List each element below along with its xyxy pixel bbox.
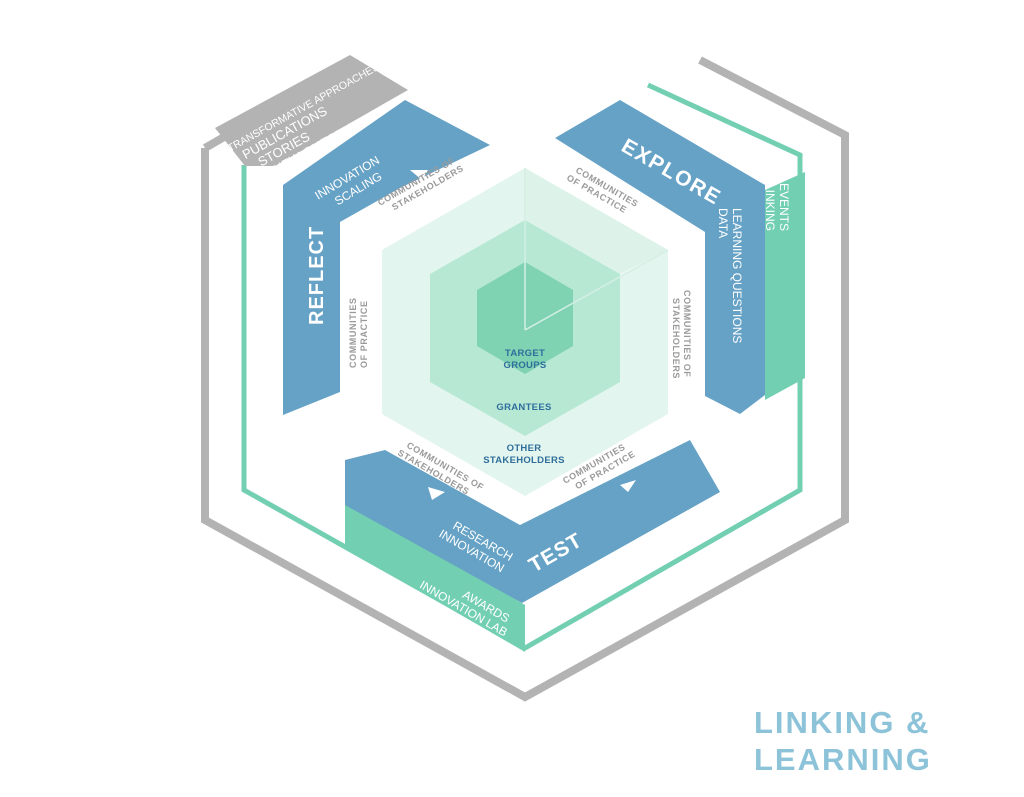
core-cube-face xyxy=(525,168,668,274)
green-right-line1: EVENTS xyxy=(777,183,791,231)
ring-label-right-line2: STAKEHOLDERS xyxy=(671,298,681,379)
core-target-line2: GROUPS xyxy=(504,360,547,371)
arrow-notch-explore-top xyxy=(575,158,592,172)
brand-title-line1: LINKING & xyxy=(754,705,931,740)
inner-green-frame xyxy=(241,82,803,651)
ring-label-right-line1: COMMUNITIES OF xyxy=(682,290,692,377)
brand-title-line2: LEARNING xyxy=(754,742,932,777)
outer-gray-frame xyxy=(201,56,849,702)
gray-tab xyxy=(215,55,408,166)
phase-reflect: REFLECT xyxy=(306,226,328,325)
ring-label-left-line2: OF PRACTICE xyxy=(359,300,369,368)
arrow-notch-reflect-top xyxy=(410,170,428,180)
core-other-line1: OTHER xyxy=(507,443,542,454)
explore-arm-line2: DATA xyxy=(716,208,730,238)
green-band-bottom xyxy=(345,498,525,652)
green-right-line2: LINKING xyxy=(763,183,777,231)
green-band-right xyxy=(765,172,805,400)
arrow-notch-test-left xyxy=(428,487,445,500)
core-cube-edges xyxy=(524,249,669,331)
explore-arm-line1: LEARNING QUESTIONS xyxy=(730,208,744,343)
core-other-line2: STAKEHOLDERS xyxy=(483,455,565,466)
arrow-notch-test-right xyxy=(620,480,636,492)
test-arm xyxy=(345,440,720,603)
explore-arm xyxy=(555,100,765,414)
arrow-notch-explore-right xyxy=(705,315,715,331)
core-target-line1: TARGET xyxy=(505,348,545,359)
ring-label-left-line1: COMMUNITIES xyxy=(348,297,358,368)
reflect-arm xyxy=(283,100,490,415)
brand-title: LINKING & LEARNING xyxy=(754,704,994,778)
core-grantees: GRANTEES xyxy=(496,402,551,413)
arrow-notch-reflect-left xyxy=(330,312,340,330)
